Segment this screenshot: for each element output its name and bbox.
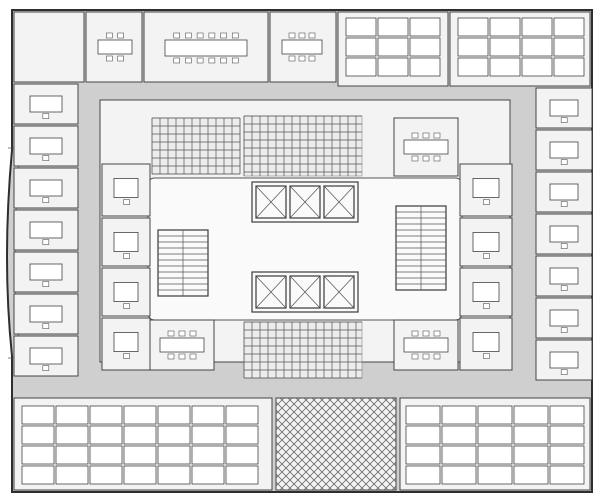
office-desk-core-e2	[472, 231, 500, 259]
office-desk-east-6	[549, 309, 579, 333]
conference-table-north-large	[164, 32, 248, 64]
elevator-lobby	[147, 177, 463, 321]
atrium-hatch	[276, 398, 396, 490]
office-desk-east-2	[549, 141, 579, 165]
office-desk-west-7	[29, 347, 63, 371]
conference-table-core-ne	[403, 132, 449, 162]
office-desk-core-e4	[472, 331, 500, 359]
tiled-areas	[151, 115, 363, 379]
atrium	[275, 397, 397, 491]
office-desk-west-4	[29, 221, 63, 245]
office-desk-core-e3	[472, 281, 500, 309]
office-desk-core-w3	[113, 281, 139, 309]
workstation-cluster-south-west	[21, 405, 259, 485]
office-desk-west-2	[29, 137, 63, 161]
elevator-bank-north	[251, 181, 359, 223]
exterior-wall	[6, 9, 593, 493]
elevator-bank-south	[251, 271, 359, 313]
conference-table-core-se	[403, 330, 449, 360]
workstation-cluster-north-2	[457, 17, 585, 77]
workstation-cluster-south-east	[405, 405, 585, 485]
office-desk-west-5	[29, 263, 63, 287]
conference-table-north-small	[281, 32, 323, 62]
restroom-tile-north	[243, 115, 363, 177]
workstation-cluster-north-1	[345, 17, 441, 77]
restroom-tile-south	[243, 321, 363, 379]
corner-office-northwest	[13, 11, 85, 83]
office-desk-core-w4	[113, 331, 139, 359]
office-desk-east-4	[549, 225, 579, 249]
core-offices-east	[459, 163, 513, 371]
office-desk-west-3	[29, 179, 63, 203]
office-desk-east-7	[549, 351, 579, 375]
office-desk-east-5	[549, 267, 579, 291]
office-desk-core-e1	[472, 177, 500, 205]
office-desk-east-1	[549, 99, 579, 123]
office-desk-core-w2	[113, 231, 139, 259]
furniture	[21, 17, 585, 485]
floor-tiles	[151, 115, 362, 379]
stair-treads	[158, 206, 446, 296]
office-desk-east-3	[549, 183, 579, 207]
restroom-tile-a	[151, 117, 241, 175]
office-desk-west-6	[29, 305, 63, 329]
conference-table-north-1	[97, 32, 133, 62]
conference-table-core-sw	[159, 330, 205, 360]
office-desk-west-1	[29, 95, 63, 119]
office-desk-core-w1	[113, 177, 139, 205]
